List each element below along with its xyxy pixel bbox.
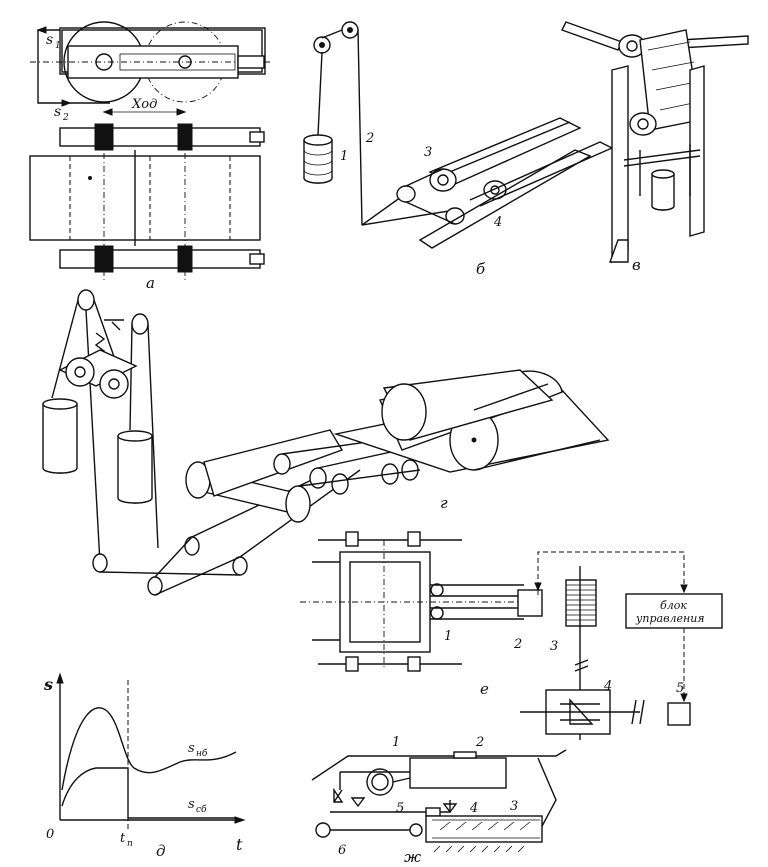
s2-subscript: 2 (62, 113, 69, 123)
control-block-line1: блок (660, 599, 687, 612)
weight-1-label: 1 (340, 149, 348, 164)
control-block-line2: управления (635, 612, 705, 625)
s1-label: s (46, 32, 53, 48)
origin-label: 0 (46, 827, 54, 842)
y-axis-label: s (43, 675, 53, 694)
panel-g-caption: г (440, 494, 448, 512)
panel-a-caption: а (146, 274, 155, 292)
panel-v-portal-frame: в (561, 21, 749, 274)
tank-2-label: 2 (475, 735, 484, 750)
s1-subscript: 1 (55, 41, 61, 51)
s2-label: s (54, 104, 61, 120)
line-5-label: 5 (396, 801, 404, 816)
pump-1-label: 1 (392, 735, 400, 750)
panel-v-caption: в (632, 256, 641, 274)
valve-4-label: 4 (469, 801, 478, 816)
panel-zh-hydraulic: 1 2 3 4 5 6 ж (311, 735, 567, 866)
panel-b-belt-weight: 1 2 3 4 б (303, 21, 614, 278)
s-nb-subscript: нб (196, 748, 208, 759)
gearbox-4-label: 4 (603, 679, 612, 694)
stroke-label: Ход (131, 97, 157, 112)
panel-e-control-scheme: блок управления 1 2 3 4 5 е (300, 531, 723, 740)
cylinder-3-label: 3 (510, 799, 518, 814)
s-sb-curve (61, 767, 236, 819)
cable-2-label: 2 (365, 131, 374, 146)
rail-4-label: 4 (493, 215, 502, 230)
tp-label: t (120, 831, 126, 846)
rope-6-label: 6 (338, 843, 346, 858)
frame-1-label: 1 (444, 629, 452, 644)
s-nb-label: s (188, 741, 195, 756)
x-axis-label: t (236, 835, 243, 854)
s-nb-curve (61, 707, 237, 791)
panel-zh-caption: ж (404, 848, 421, 866)
panel-g-conveyor: г (42, 289, 610, 596)
panel-d-caption: д (156, 842, 166, 860)
panel-e-caption: е (480, 680, 489, 698)
s-sb-label: s (188, 797, 195, 812)
panel-d-tension-graph: s t 0 t п s нб s сб д (43, 672, 246, 860)
panel-b-caption: б (476, 260, 486, 278)
s-sb-subscript: сб (196, 804, 207, 815)
tp-subscript: п (127, 839, 133, 849)
motor-5-label: 5 (676, 681, 684, 696)
panel-a-roller-assembly: s 1 s 2 Ход а (29, 21, 270, 292)
drum-3-label: 3 (550, 639, 558, 654)
sensor-2-label: 2 (513, 637, 522, 652)
pulley-3-label: 3 (424, 145, 432, 160)
